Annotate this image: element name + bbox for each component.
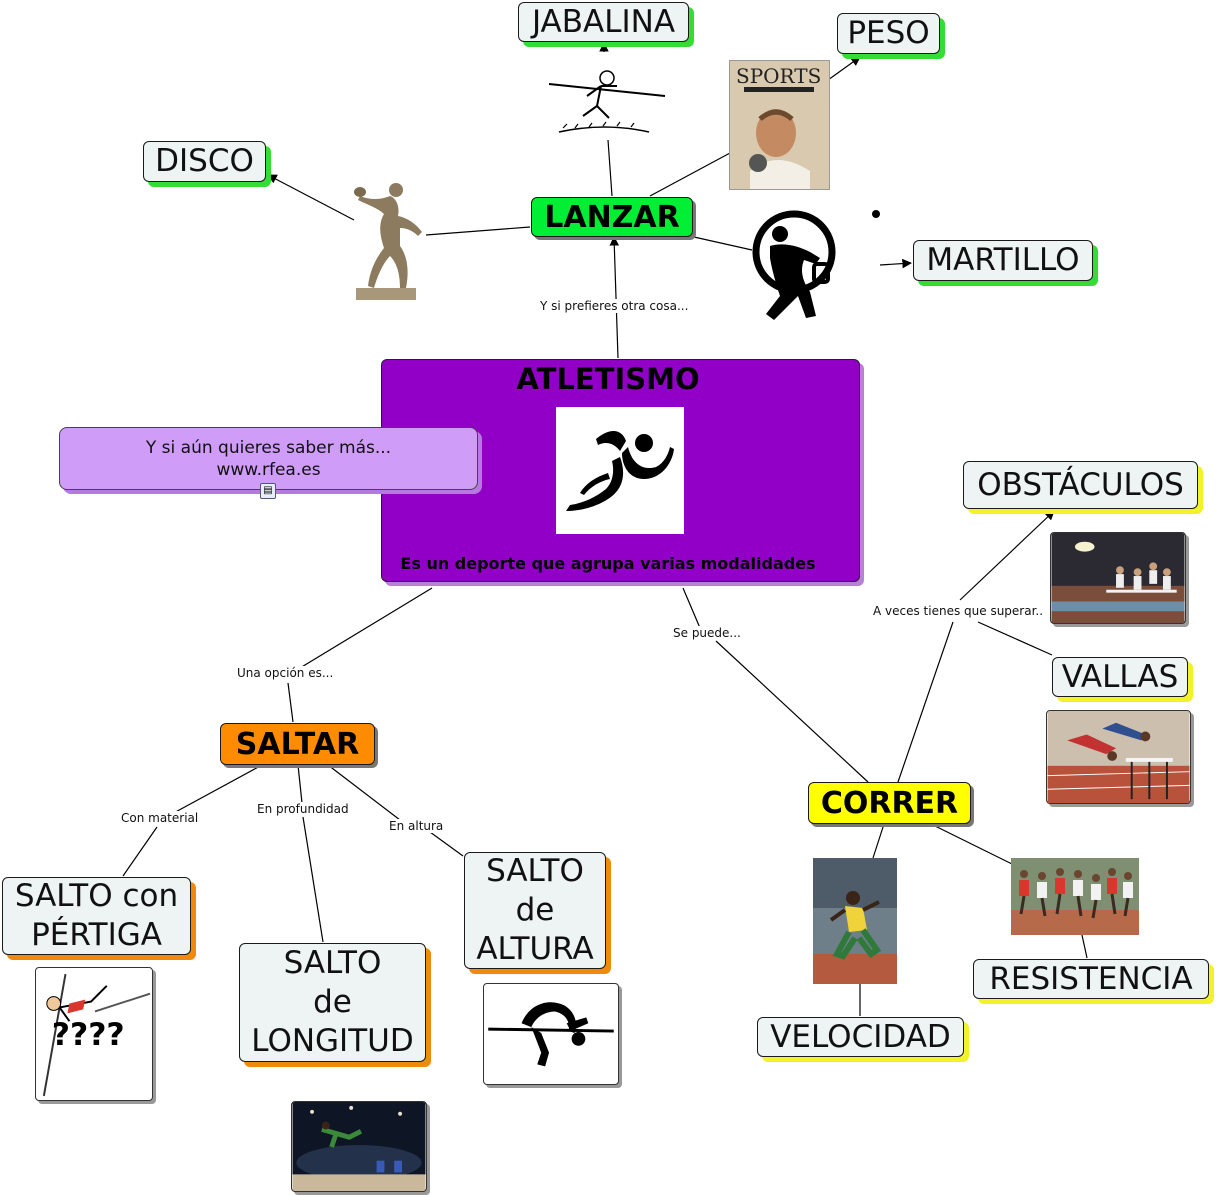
link-martillo-img-martillo xyxy=(880,263,911,265)
distance-race-photo xyxy=(1011,858,1139,935)
link-label-correr: Se puede... xyxy=(670,626,744,640)
leaf-jabalina[interactable]: JABALINA xyxy=(518,2,689,42)
link-lanzar-jabalina-img xyxy=(608,140,612,196)
link-main-correr-b xyxy=(716,641,868,782)
main-subtitle: Es un deporte que agrupa varias modalida… xyxy=(0,554,1216,573)
link-main-saltar-a xyxy=(300,588,432,668)
link-lanzar-disco-img xyxy=(426,227,530,235)
leaf-resistencia[interactable]: RESISTENCIA xyxy=(973,959,1209,999)
altura-line-1: SALTO xyxy=(486,852,584,891)
link-saltar-pertiga-b xyxy=(123,827,157,876)
link-correr-resistencia-img xyxy=(931,824,1012,864)
pertiga-line-1: SALTO con xyxy=(15,877,178,916)
link-saltar-longitud-b xyxy=(303,817,323,942)
link-lanzar-peso-img xyxy=(650,153,730,196)
link-peso-img-peso xyxy=(828,57,860,80)
discobolus-statue-image xyxy=(350,176,430,303)
link-main-saltar-b xyxy=(288,683,293,722)
link-label-superar: A veces tienes que superar.. xyxy=(870,604,1046,618)
javelin-thrower-image xyxy=(545,52,670,140)
altura-line-3: ALTURA xyxy=(476,930,593,969)
leaf-velocidad[interactable]: VELOCIDAD xyxy=(757,1017,964,1057)
link-label-altura: En altura xyxy=(386,819,446,833)
altura-line-2: de xyxy=(516,891,555,930)
link-correr-obst-a xyxy=(898,622,953,782)
leaf-pertiga[interactable]: SALTO con PÉRTIGA xyxy=(2,877,191,955)
link-saltar-longitud-a xyxy=(298,765,302,803)
longitud-line-2: de xyxy=(313,983,352,1022)
leaf-vallas[interactable]: VALLAS xyxy=(1052,657,1188,697)
hammer-throw-icon xyxy=(750,208,838,326)
link-label-lanzar: Y si prefieres otra cosa... xyxy=(537,299,691,313)
pole-vault-cartoon: ???? xyxy=(35,967,153,1101)
leaf-martillo[interactable]: MARTILLO xyxy=(913,240,1093,281)
high-jump-pictogram xyxy=(483,983,619,1085)
hurdles-photo xyxy=(1046,710,1191,804)
link-resistencia-img-resistencia xyxy=(1082,935,1087,958)
link-disco-img-disco xyxy=(268,175,354,220)
leaf-longitud[interactable]: SALTO de LONGITUD xyxy=(239,943,426,1062)
category-correr[interactable]: CORRER xyxy=(808,782,971,824)
link-saltar-altura-b xyxy=(430,832,463,856)
note-icon[interactable]: ▤ xyxy=(260,483,276,499)
note-line-2[interactable]: www.rfea.es xyxy=(216,459,320,481)
pertiga-line-2: PÉRTIGA xyxy=(31,916,162,955)
leaf-altura[interactable]: SALTO de ALTURA xyxy=(464,852,606,969)
long-jump-photo xyxy=(291,1101,427,1192)
magazine-title: SPORTS xyxy=(736,64,821,88)
link-main-lanzar xyxy=(614,237,618,358)
leaf-disco[interactable]: DISCO xyxy=(143,141,266,182)
shot-put-magazine-image: SPORTS xyxy=(729,60,830,190)
sprinter-photo xyxy=(813,858,897,984)
link-correr-velocidad-img xyxy=(873,824,884,858)
note-line-1: Y si aún quieres saber más... xyxy=(146,437,391,459)
pole-vault-question: ???? xyxy=(52,1017,125,1053)
longitud-line-1: SALTO xyxy=(284,944,382,983)
link-saltar-pertiga-a xyxy=(170,765,262,815)
category-saltar[interactable]: SALTAR xyxy=(220,723,375,765)
steeplechase-photo xyxy=(1050,532,1186,624)
link-label-profundidad: En profundidad xyxy=(254,802,352,816)
martillo-ball xyxy=(872,210,880,218)
main-title: ATLETISMO xyxy=(0,362,1216,396)
leaf-peso[interactable]: PESO xyxy=(837,13,940,54)
link-main-correr-a xyxy=(683,588,700,628)
leaf-obstaculos[interactable]: OBSTÁCULOS xyxy=(963,461,1198,509)
link-superar-vallas xyxy=(978,622,1052,655)
link-lanzar-martillo-img xyxy=(694,237,752,250)
link-label-material: Con material xyxy=(118,811,201,825)
info-note[interactable]: Y si aún quieres saber más... www.rfea.e… xyxy=(59,427,478,490)
link-label-saltar: Una opción es... xyxy=(234,666,336,680)
runner-icon xyxy=(556,407,684,534)
category-lanzar[interactable]: LANZAR xyxy=(531,197,693,237)
longitud-line-3: LONGITUD xyxy=(251,1022,413,1061)
